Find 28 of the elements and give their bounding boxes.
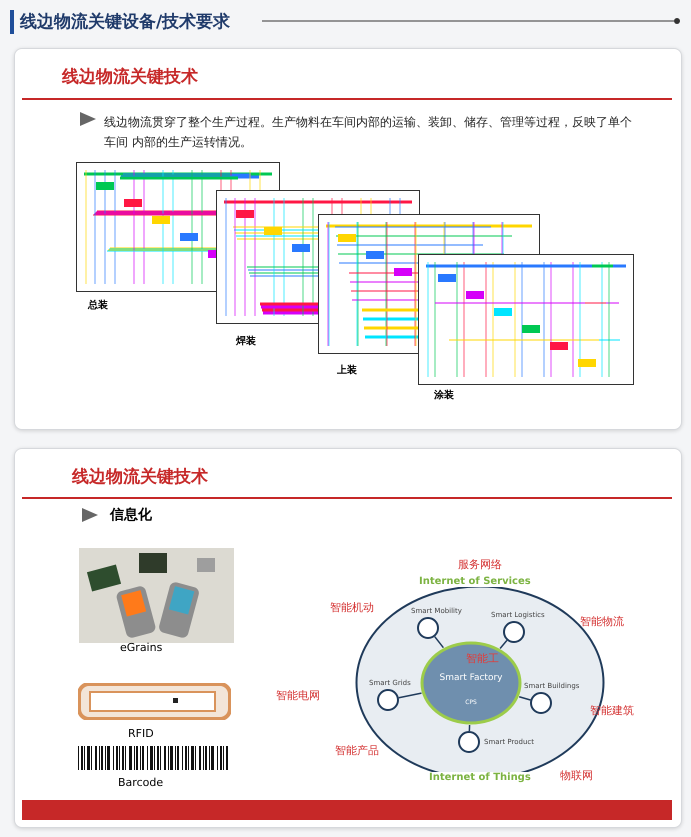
image-caption: Barcode bbox=[118, 776, 164, 789]
callout-label: 物联网 bbox=[560, 768, 593, 783]
callout-label: 智能机动 bbox=[330, 600, 374, 615]
paragraph: 线边物流贯穿了整个生产过程。生产物料在车间内部的运输、装卸、储存、管理等过程，反映了单个车间 内部的生产运转情况。 bbox=[104, 114, 633, 151]
plan-caption: 涂装 bbox=[434, 388, 454, 402]
ring-label: Internet of Things bbox=[427, 772, 533, 783]
image-caption: RFID bbox=[128, 727, 154, 740]
callout-label: 智能电网 bbox=[276, 688, 320, 703]
image-caption: eGrains bbox=[120, 641, 162, 654]
connector-line bbox=[434, 636, 444, 648]
callout-label: 服务网络 bbox=[458, 557, 502, 572]
connector-line bbox=[468, 724, 470, 732]
inner-ellipse bbox=[420, 641, 522, 725]
center-label: Smart Factory bbox=[438, 673, 504, 683]
ring-label: Internet of Services bbox=[417, 576, 533, 587]
callout-label: 智能物流 bbox=[580, 614, 624, 629]
plan-caption: 总装 bbox=[88, 298, 108, 312]
slide-title: 线边物流关键技术 bbox=[62, 66, 198, 88]
slide-title: 线边物流关键技术 bbox=[72, 466, 208, 488]
callout-label: 智能产品 bbox=[335, 743, 379, 758]
overlay-label: 智能工 bbox=[466, 651, 499, 666]
section-heading: 信息化 bbox=[110, 506, 152, 524]
connector-line bbox=[518, 696, 531, 701]
plan-caption: 上装 bbox=[337, 364, 357, 377]
plan-caption: 焊装 bbox=[236, 334, 256, 348]
page-title: 线边物流关键设备/技术要求 bbox=[20, 11, 230, 33]
connector-line bbox=[398, 692, 422, 699]
connector-line bbox=[500, 640, 508, 649]
